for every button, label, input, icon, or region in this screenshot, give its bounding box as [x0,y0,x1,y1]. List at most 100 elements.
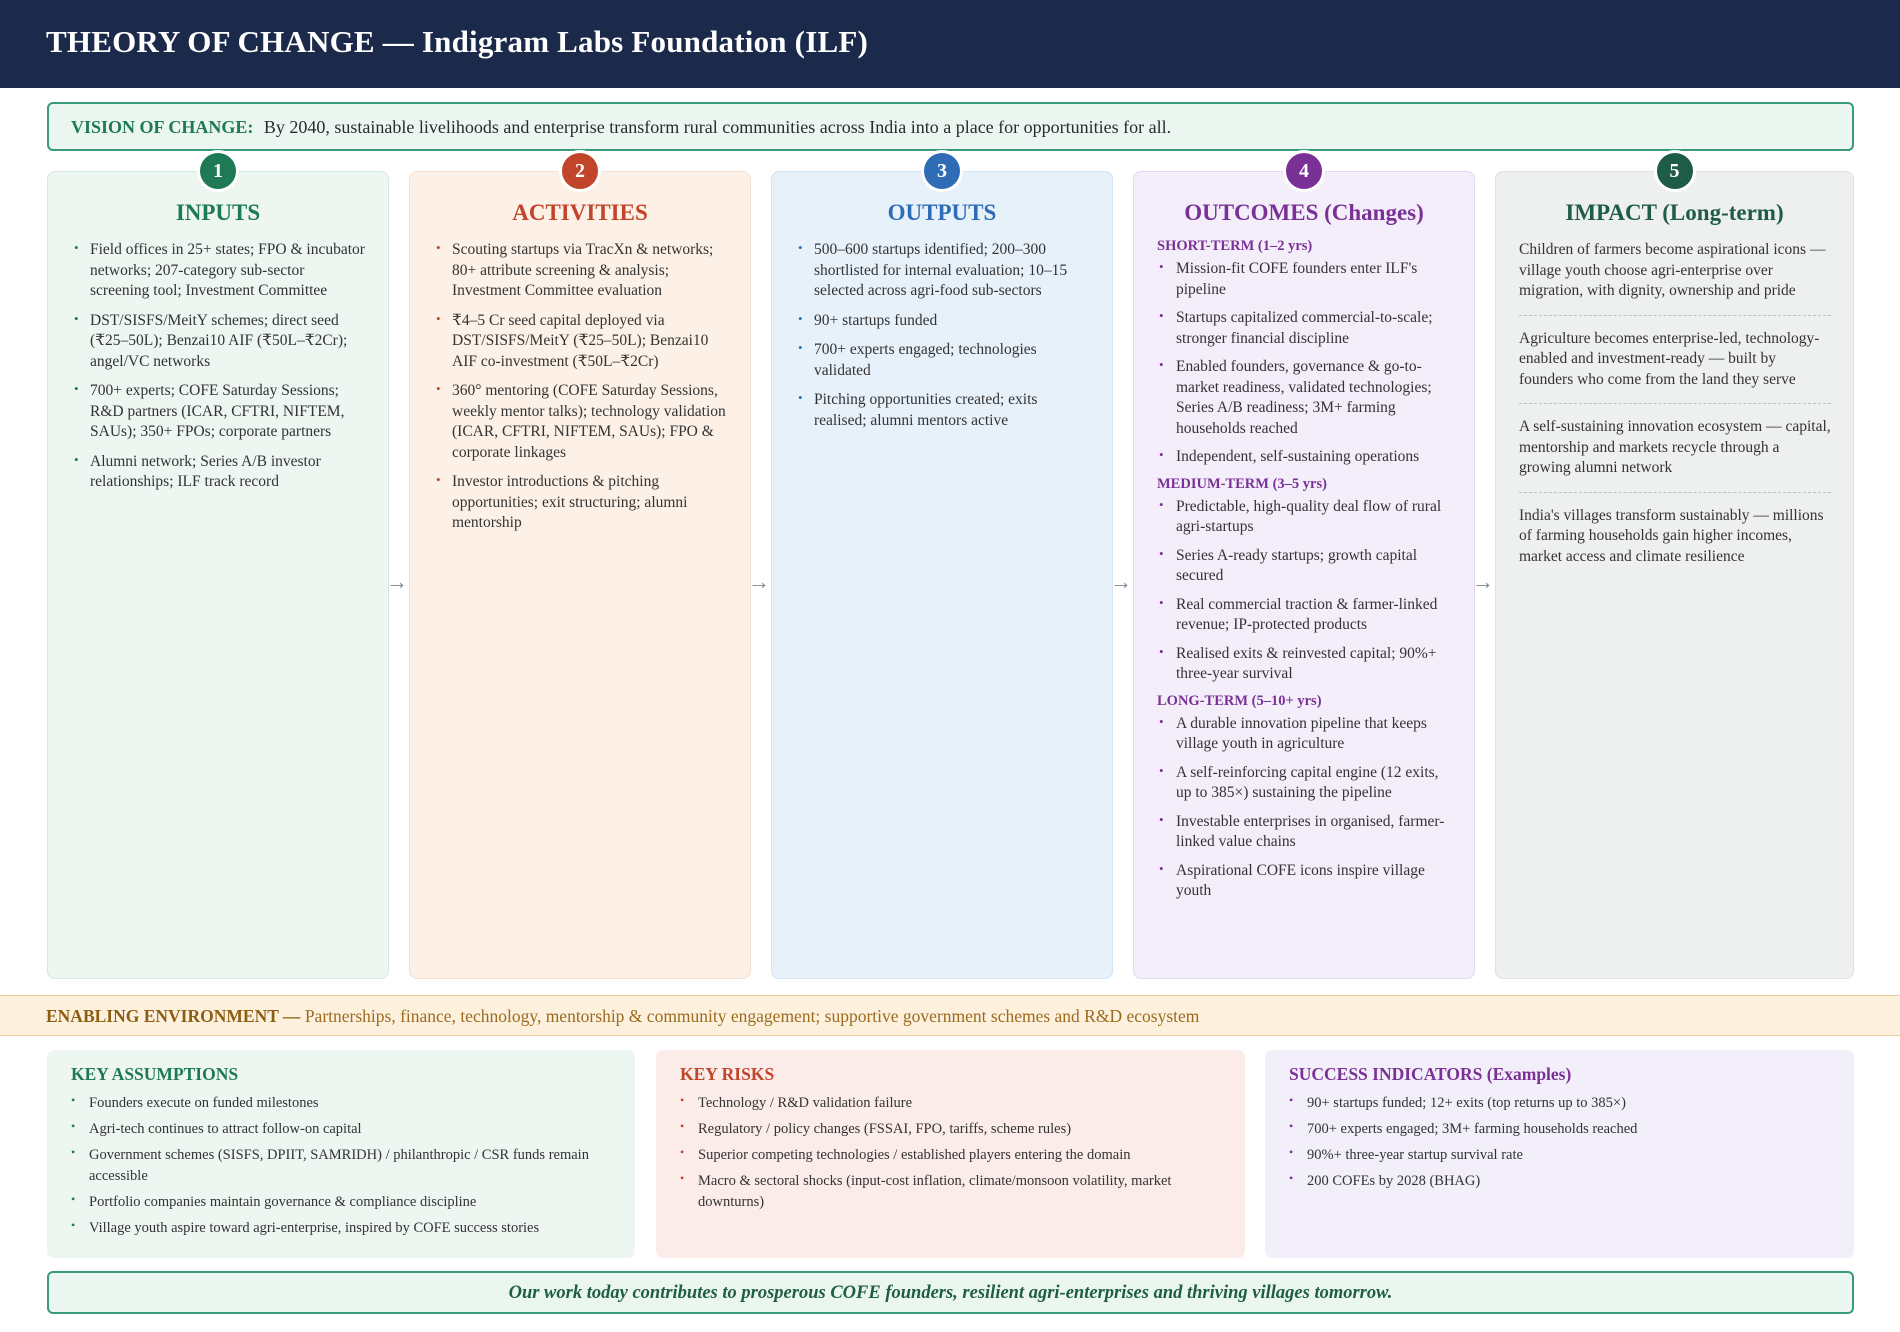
bullet-icon: • [680,1171,685,1185]
list-item: •90+ startups funded [798,310,938,329]
outcomes-content: SHORT-TERM (1–2 yrs) •Mission-fit COFE f… [1157,238,1456,910]
impact-content: Children of farmers become aspirational … [1519,240,1831,593]
bullet-icon: • [680,1145,685,1159]
short-term-heading: SHORT-TERM (1–2 yrs) [1157,238,1313,254]
list-item: •Real commercial traction & farmer-linke… [1159,594,1438,634]
bullet-icon: • [1159,594,1164,610]
bullet-icon: • [74,240,79,255]
activities-column: 2 ACTIVITIES •Scouting startups via Trac… [409,150,751,979]
bullet-icon: • [436,381,441,396]
list-item: •Alumni network; Series A/B investor rel… [74,451,321,491]
list-item: •Government schemes (SISFS, DPIIT, SAMRI… [71,1145,611,1186]
list-item: •A durable innovation pipeline that keep… [1159,713,1427,753]
enabling-environment-banner: ENABLING ENVIRONMENT — Partnerships, fin… [0,995,1900,1036]
list-item: •₹4–5 Cr seed capital deployed via DST/S… [436,310,709,370]
list-item: •Regulatory / policy changes (FSSAI, FPO… [680,1119,1221,1140]
list-item: •700+ experts; COFE Saturday Sessions; R… [74,381,345,440]
page-title: THEORY OF CHANGE — Indigram Labs Foundat… [46,24,869,59]
bullet-icon: • [1159,357,1164,372]
vision-banner: VISION OF CHANGE: By 2040, sustainable l… [47,102,1854,151]
arrow-right-icon: → [386,569,408,594]
outputs-column: 3 OUTPUTS •500–600 startups identified; … [771,150,1113,979]
list-item: •360° mentoring (COFE Saturday Sessions,… [436,381,726,461]
list-item: •500–600 startups identified; 200–300 sh… [798,240,1068,299]
list-item: •700+ experts engaged; technologies vali… [798,340,1037,379]
bullet-icon: • [798,310,803,326]
bullet-icon: • [1289,1171,1294,1185]
bullet-icon: • [1159,447,1164,462]
enabling-label: ENABLING ENVIRONMENT — [46,1006,301,1026]
bullet-icon: • [74,310,79,326]
impact-column: 5 IMPACT (Long-term) Children of farmers… [1495,150,1854,979]
bullet-icon: • [680,1119,685,1133]
bullet-icon: • [680,1093,685,1107]
list-item: •90+ startups funded; 12+ exits (top ret… [1289,1093,1830,1114]
activities-title: ACTIVITIES [512,200,648,225]
outputs-title: OUTPUTS [887,200,997,225]
list-item: •700+ experts engaged; 3M+ farming house… [1289,1119,1830,1140]
bullet-icon: • [1289,1145,1294,1159]
key-assumptions-box: KEY ASSUMPTIONS •Founders execute on fun… [47,1050,635,1258]
success-indicators-list: •90+ startups funded; 12+ exits (top ret… [1289,1093,1830,1192]
bullet-icon: • [1289,1119,1294,1133]
footer-text: Our work today contributes to prosperous… [508,1283,1393,1303]
vision-text: By 2040, sustainable livelihoods and ent… [263,117,1172,137]
list-item: •Mission-fit COFE founders enter ILF's p… [1159,259,1418,298]
bullet-icon: • [71,1093,76,1107]
key-risks-list: •Technology / R&D validation failure •Re… [680,1093,1221,1212]
list-item: •Investable enterprises in organised, fa… [1159,811,1445,851]
list-item: •Macro & sectoral shocks (input-cost inf… [680,1171,1221,1212]
step-number-1: 1 [197,150,239,192]
key-risks-title: KEY RISKS [680,1064,775,1084]
bullet-icon: • [436,240,441,255]
key-assumptions-title: KEY ASSUMPTIONS [71,1064,239,1084]
medium-term-heading: MEDIUM-TERM (3–5 yrs) [1157,475,1327,492]
list-item: •Scouting startups via TracXn & networks… [436,240,714,299]
bullet-icon: • [798,390,803,405]
list-item: •Investor introductions & pitching oppor… [436,472,688,531]
list-item: •Village youth aspire toward agri-enterp… [71,1218,611,1239]
outputs-list: •500–600 startups identified; 200–300 sh… [798,240,1090,440]
medium-term-list: •Predictable, high-quality deal flow of … [1157,497,1456,685]
bullet-icon: • [1159,308,1164,323]
footer-banner: Our work today contributes to prosperous… [47,1271,1854,1314]
bullet-icon: • [74,381,79,396]
bullet-icon: • [798,340,803,355]
list-item: •Series A-ready startups; growth capital… [1159,545,1418,585]
list-item: •Technology / R&D validation failure [680,1093,1221,1114]
arrow-right-icon: → [1110,569,1132,594]
impact-statement: A self-sustaining innovation ecosystem —… [1519,417,1831,493]
bullet-icon: • [74,451,79,467]
list-item: •Superior competing technologies / estab… [680,1145,1221,1166]
list-item: •Enabled founders, governance & go-to-ma… [1159,357,1432,437]
bullet-icon: • [436,310,441,326]
outcomes-title: OUTCOMES (Changes) [1184,200,1424,225]
list-item: •Independent, self-sustaining operations [1159,447,1420,465]
step-number-2: 2 [559,150,601,192]
bullet-icon: • [1159,860,1164,876]
list-item: •Startups capitalized commercial-to-scal… [1159,308,1433,347]
enabling-text: Partnerships, finance, technology, mento… [304,1006,1200,1026]
bullet-icon: • [1159,496,1164,512]
impact-statement: Agriculture becomes enterprise-led, tech… [1519,329,1831,404]
arrow-right-icon: → [1472,569,1494,594]
bullet-icon: • [1159,259,1164,274]
short-term-list: •Mission-fit COFE founders enter ILF's p… [1157,259,1456,468]
header-bar: THEORY OF CHANGE — Indigram Labs Foundat… [0,0,1900,88]
outcomes-column: 4 OUTCOMES (Changes) SHORT-TERM (1–2 yrs… [1133,150,1475,979]
bullet-icon: • [798,240,803,255]
bullet-icon: • [1159,811,1164,827]
list-item: •A self-reinforcing capital engine (12 e… [1159,762,1439,802]
list-item: •Founders execute on funded milestones [71,1093,611,1114]
bullet-icon: • [1289,1093,1294,1107]
impact-statement: India's villages transform sustainably —… [1519,506,1824,565]
vision-label: VISION OF CHANGE: [71,117,254,137]
impact-statement: Children of farmers become aspirational … [1519,240,1831,316]
arrow-right-icon: → [748,569,770,594]
list-item: •DST/SISFS/MeitY schemes; direct seed (₹… [74,310,348,370]
list-item: •Portfolio companies maintain governance… [71,1192,611,1213]
inputs-list: •Field offices in 25+ states; FPO & incu… [74,240,366,502]
list-item: •Aspirational COFE icons inspire village… [1159,860,1425,900]
bullet-icon: • [1159,545,1164,561]
list-item: •Agri-tech continues to attract follow-o… [71,1119,611,1140]
